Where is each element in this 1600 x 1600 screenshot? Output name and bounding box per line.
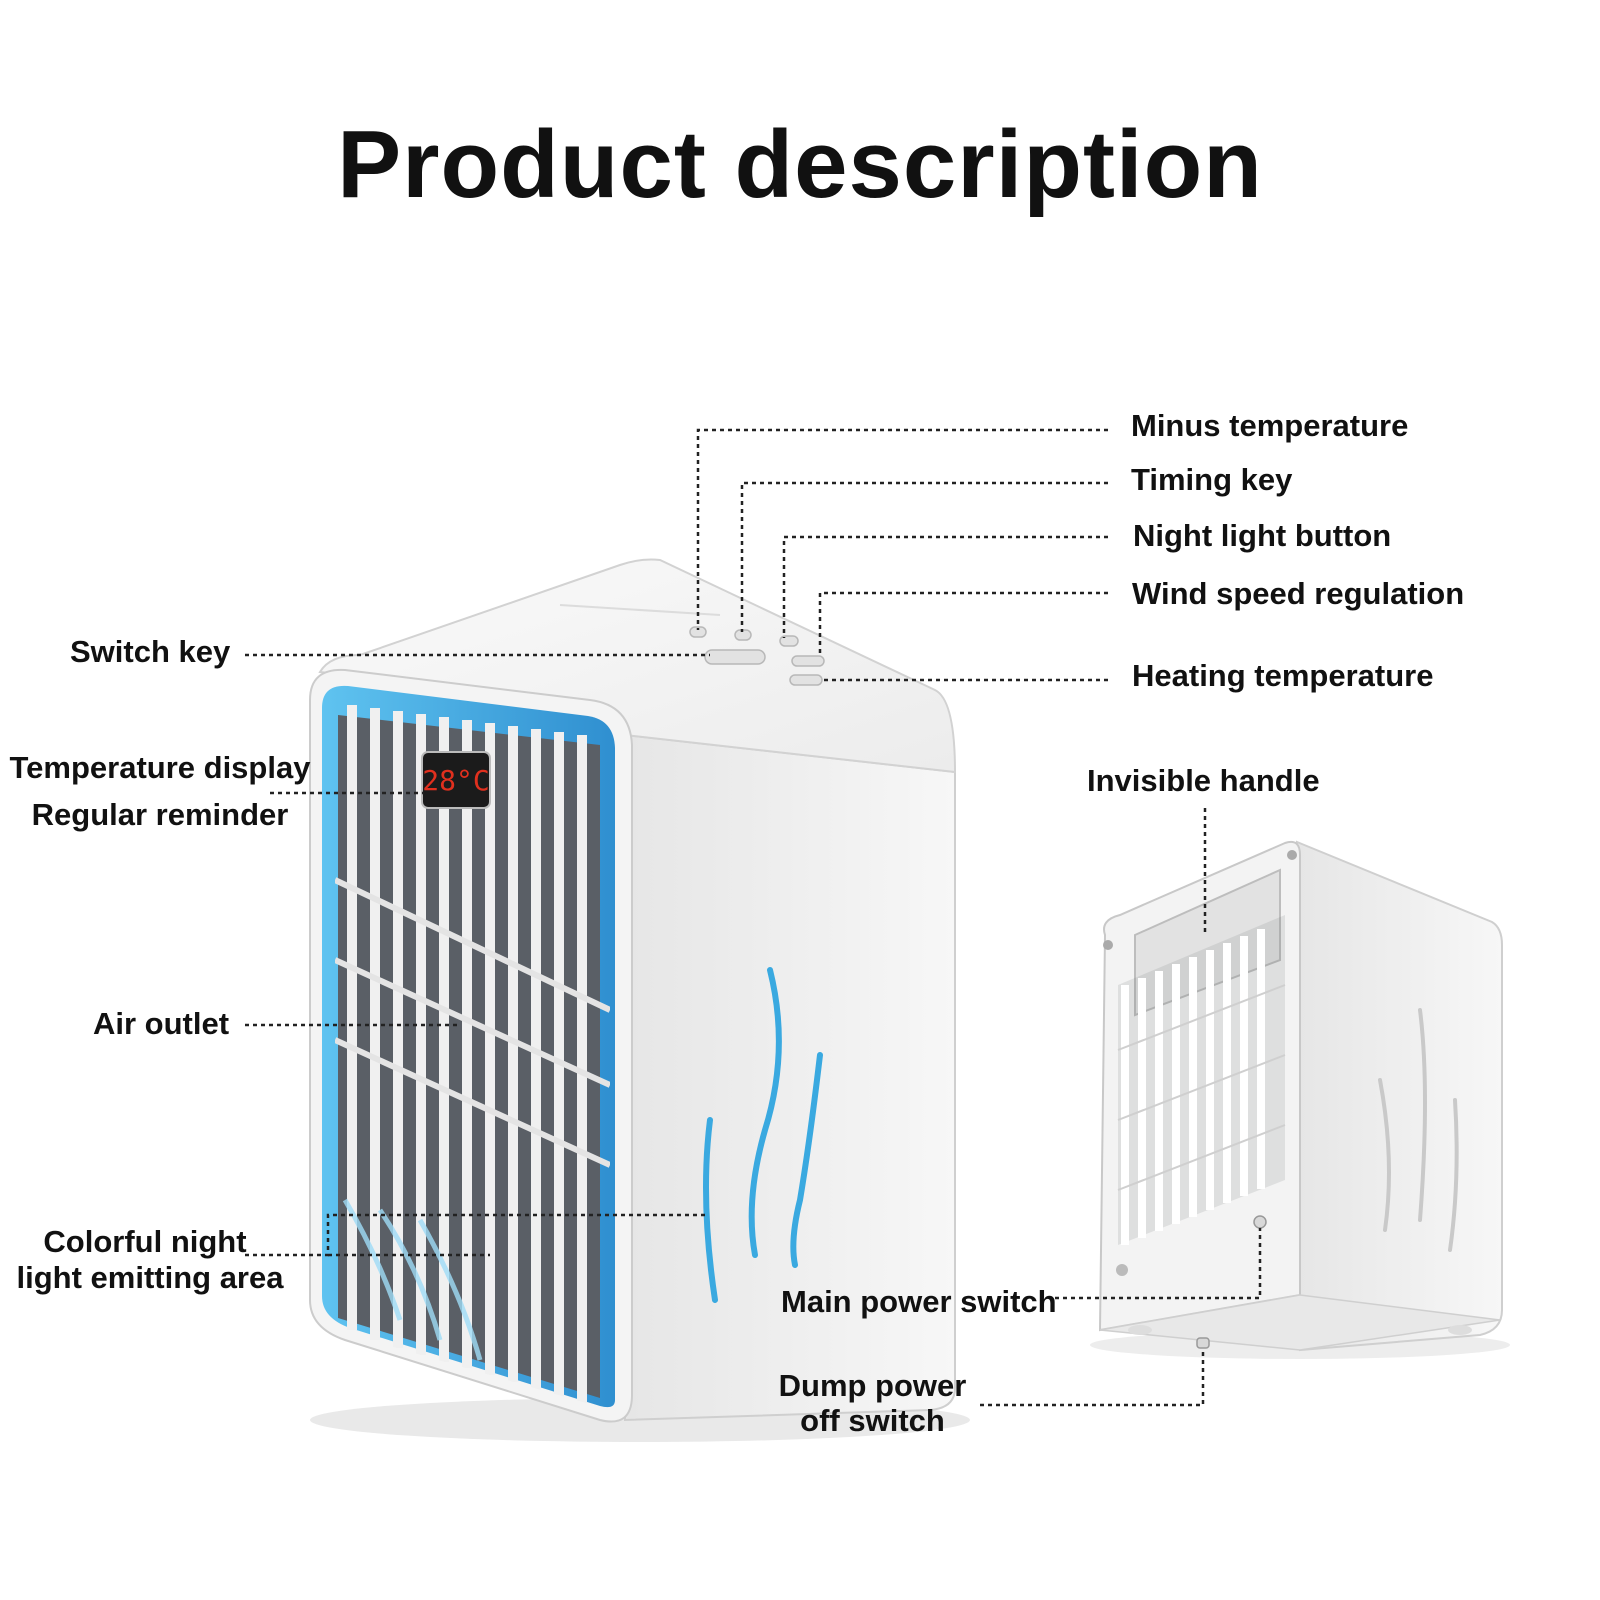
- invisible-handle[interactable]: [1134, 868, 1281, 1017]
- minus-temperature-button[interactable]: [689, 626, 707, 638]
- label-switch-key: Switch key: [70, 634, 231, 669]
- label-temperature-display: Temperature display: [9, 750, 311, 785]
- label-colorful-night-line2: light emitting area: [16, 1260, 284, 1295]
- heating-temperature-button[interactable]: [789, 674, 823, 686]
- label-minus-temperature: Minus temperature: [1131, 408, 1409, 443]
- back-view-heater: [1090, 840, 1510, 1359]
- side-wave-lights: [703, 967, 823, 1303]
- label-heating-temperature: Heating temperature: [1132, 658, 1434, 693]
- switch-key[interactable]: [704, 649, 766, 665]
- temperature-display: [421, 751, 491, 809]
- rear-vent-grille: [1121, 929, 1265, 1245]
- dump-power-off-switch[interactable]: [1196, 1337, 1210, 1349]
- label-dump-power-line1: Dump power: [778, 1368, 967, 1403]
- display-reading: 28°C: [422, 764, 489, 797]
- leader-lines: [245, 428, 1262, 1407]
- page-title: Product description: [337, 111, 1263, 218]
- label-dump-power-line2: off switch: [800, 1403, 945, 1438]
- label-timing-key: Timing key: [1131, 462, 1293, 497]
- label-main-power-switch: Main power switch: [781, 1284, 1057, 1319]
- main-heater: 28°C: [309, 558, 970, 1442]
- night-light-button[interactable]: [779, 635, 799, 647]
- main-power-switch[interactable]: [1253, 1215, 1267, 1229]
- label-night-light-button: Night light button: [1133, 518, 1392, 553]
- wind-speed-button[interactable]: [791, 655, 825, 667]
- label-colorful-night-line1: Colorful night: [43, 1224, 247, 1259]
- label-regular-reminder: Regular reminder: [31, 797, 289, 832]
- label-wind-speed-regulation: Wind speed regulation: [1132, 576, 1465, 611]
- label-air-outlet: Air outlet: [93, 1006, 230, 1041]
- label-invisible-handle: Invisible handle: [1087, 763, 1320, 798]
